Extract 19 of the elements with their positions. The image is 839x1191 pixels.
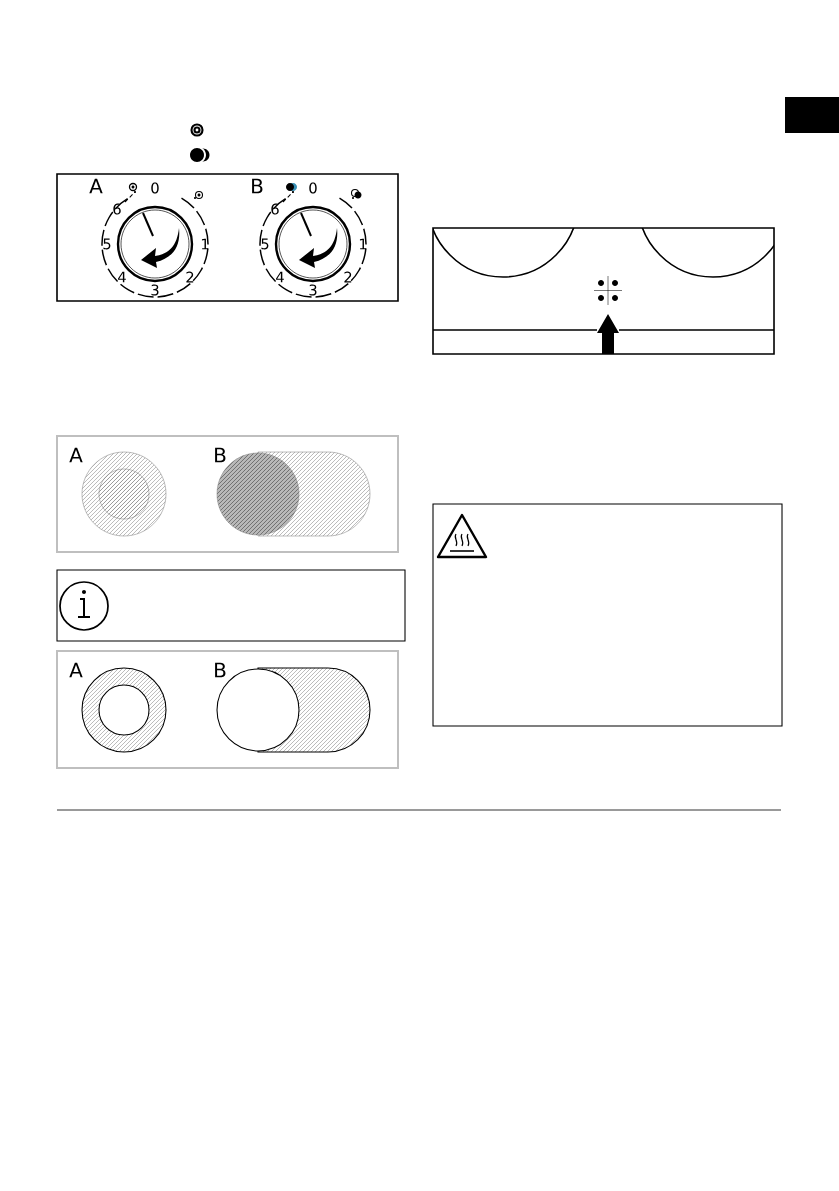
dial-number: 5	[261, 238, 269, 250]
dial-number: 2	[186, 271, 194, 283]
panel-letter: A	[69, 447, 83, 463]
dial-number: 1	[201, 238, 209, 250]
dial-number: 2	[344, 271, 352, 283]
dial-number: 6	[271, 203, 279, 215]
dial-number: 4	[118, 271, 126, 283]
dial-number: 3	[151, 284, 159, 296]
panel-letter: A	[89, 178, 103, 194]
panel-letter: B	[215, 447, 226, 463]
dial-number: 0	[151, 182, 159, 194]
dial-number: 0	[309, 182, 317, 194]
panel-letter: B	[215, 662, 226, 678]
panel-letter: A	[69, 662, 83, 678]
panel-letter: B	[252, 178, 263, 194]
dial-number: 5	[103, 238, 111, 250]
dial-number: 1	[359, 238, 367, 250]
dial-number: 3	[309, 284, 317, 296]
dial-number: 4	[276, 271, 284, 283]
